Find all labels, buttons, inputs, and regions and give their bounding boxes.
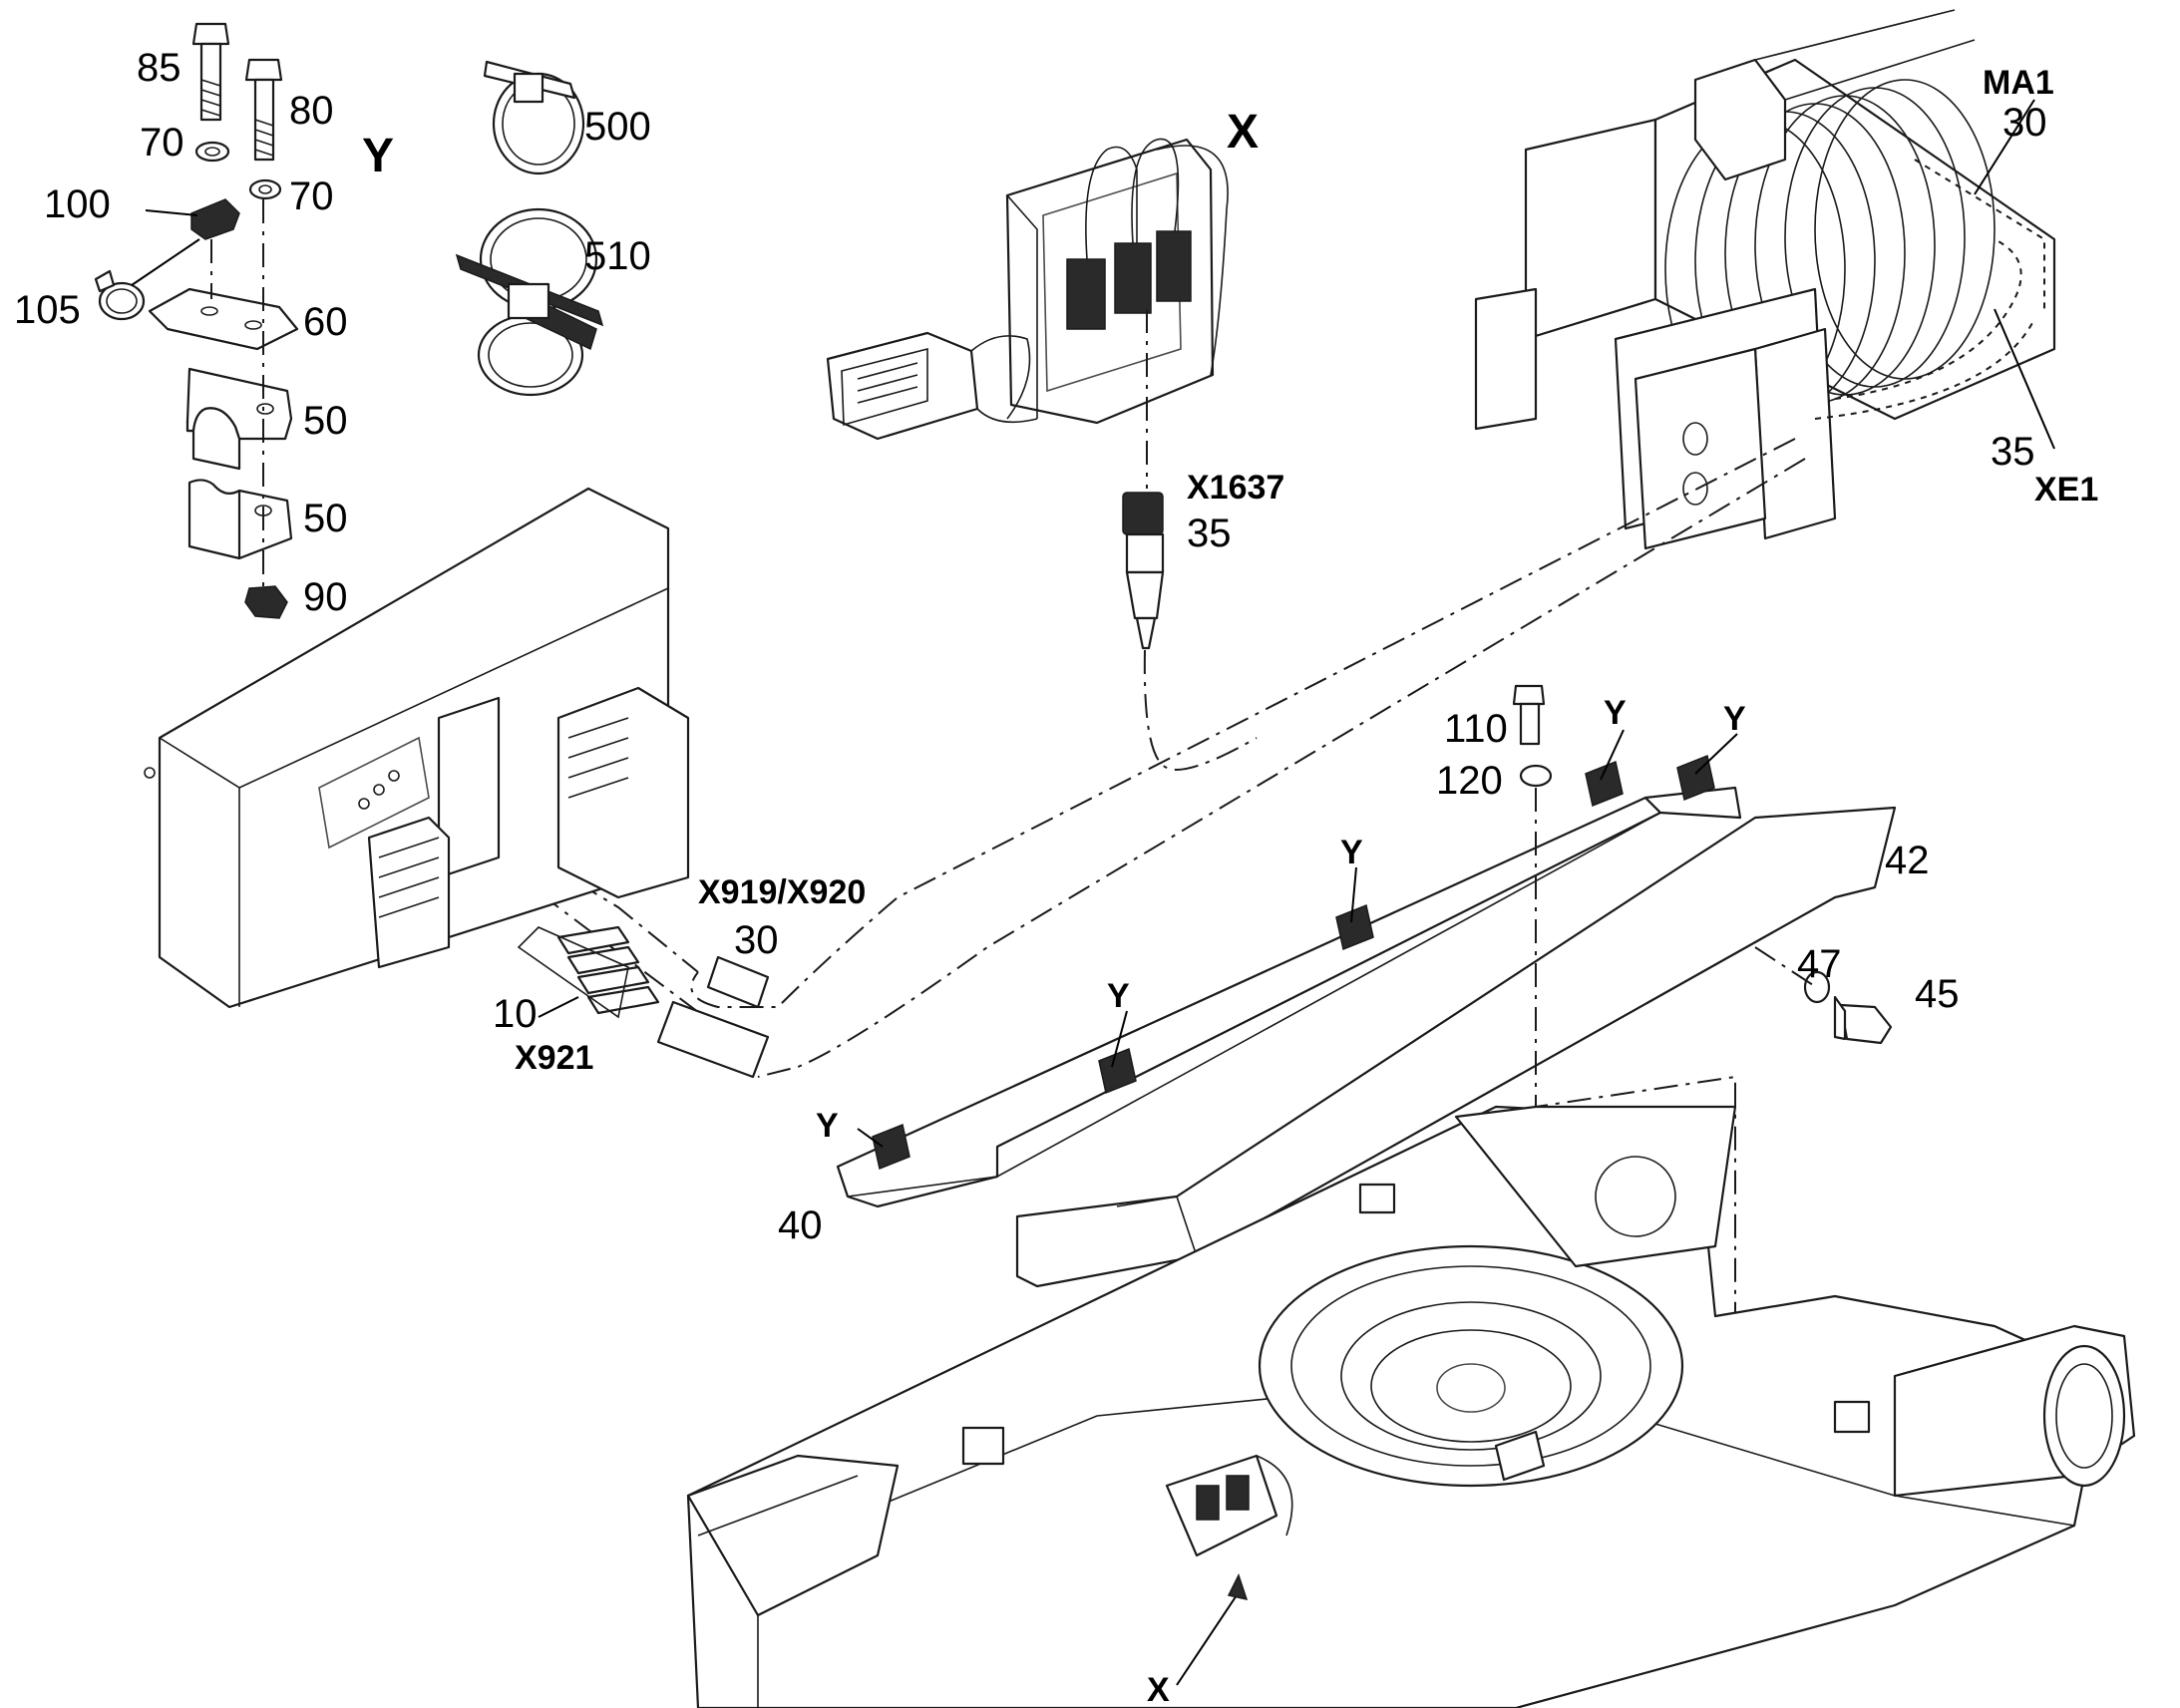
washer-70-right xyxy=(248,178,282,200)
bolt-80 xyxy=(244,58,283,162)
bracket-rail-42 xyxy=(1015,806,1897,1288)
callout-35-x1637: 35 xyxy=(1187,512,1232,555)
plate-60 xyxy=(148,287,299,351)
callout-80: 80 xyxy=(289,89,334,133)
bracket-rail-40 xyxy=(836,786,1742,1208)
connectors-x921 xyxy=(517,925,770,1079)
clamp-ref-y-4: Y xyxy=(1107,977,1130,1015)
callout-510: 510 xyxy=(584,234,651,278)
detail-label-x: X xyxy=(1227,106,1259,159)
callout-50-upper: 50 xyxy=(303,399,348,443)
nut-90 xyxy=(244,585,288,619)
callout-47: 47 xyxy=(1797,942,1842,986)
callout-120: 120 xyxy=(1436,759,1503,803)
callout-500: 500 xyxy=(584,105,651,149)
cable-tie-500 xyxy=(483,60,585,175)
bolt-85 xyxy=(191,22,230,122)
hose-clip-105 xyxy=(94,269,146,321)
junction-box-x-on-frame xyxy=(1165,1454,1293,1557)
ref-xe1: XE1 xyxy=(2034,471,2098,509)
callout-10: 10 xyxy=(493,992,538,1036)
undercarriage-frame xyxy=(686,1105,2136,1708)
callout-70-right: 70 xyxy=(289,174,334,218)
callout-60: 60 xyxy=(303,300,348,344)
callout-50-lower: 50 xyxy=(303,497,348,540)
cable-tie-510 xyxy=(455,207,604,397)
detail-x-junction-box xyxy=(826,138,1229,441)
clamp-ref-y-5: Y xyxy=(816,1107,839,1145)
callout-100: 100 xyxy=(44,182,111,226)
labels: 85 80 70 Y 70 100 105 60 50 50 90 500 51… xyxy=(14,46,2098,1708)
callout-35-xe1: 35 xyxy=(1991,430,2035,474)
ref-ma1: MA1 xyxy=(1983,64,2054,102)
ref-x919-x920: X919/X920 xyxy=(698,873,866,911)
cable-route-2 xyxy=(757,458,1806,1078)
detail-y-clamp-assembly xyxy=(94,22,299,619)
callout-110: 110 xyxy=(1444,707,1508,751)
callout-85: 85 xyxy=(137,46,182,90)
ref-x1637: X1637 xyxy=(1187,469,1284,507)
bracket-100 xyxy=(190,198,240,240)
pointer-ref-x: X xyxy=(1147,1671,1170,1708)
callout-90: 90 xyxy=(303,575,348,619)
counterweight-box xyxy=(144,487,690,1009)
clamp-ref-y-1: Y xyxy=(1604,694,1627,732)
washer-70-left xyxy=(194,141,230,163)
callout-105: 105 xyxy=(14,288,81,332)
clamp-ref-y-2: Y xyxy=(1723,700,1746,738)
cable-route-1 xyxy=(690,438,1796,1008)
clamp-ref-y-3: Y xyxy=(1340,834,1363,871)
callout-40: 40 xyxy=(778,1203,823,1247)
callout-70-left: 70 xyxy=(140,121,184,165)
ref-x921: X921 xyxy=(515,1039,593,1077)
callout-42: 42 xyxy=(1885,839,1930,882)
rail-clamps xyxy=(872,754,1715,1171)
winch-ma1 xyxy=(1474,9,2056,550)
connector-x1637 xyxy=(1122,309,1258,771)
clamp-half-50-upper xyxy=(185,367,293,471)
detail-label-y: Y xyxy=(362,130,394,182)
clamp-half-50-lower xyxy=(187,479,293,560)
washer-120 xyxy=(1519,764,1553,788)
callout-30-ma1: 30 xyxy=(2002,101,2047,145)
callout-30-x919: 30 xyxy=(734,918,779,962)
bolt-110 xyxy=(1512,684,1546,746)
callout-45: 45 xyxy=(1915,972,1960,1016)
washer-47 xyxy=(1803,970,1831,1004)
bolt-45 xyxy=(1833,995,1893,1045)
